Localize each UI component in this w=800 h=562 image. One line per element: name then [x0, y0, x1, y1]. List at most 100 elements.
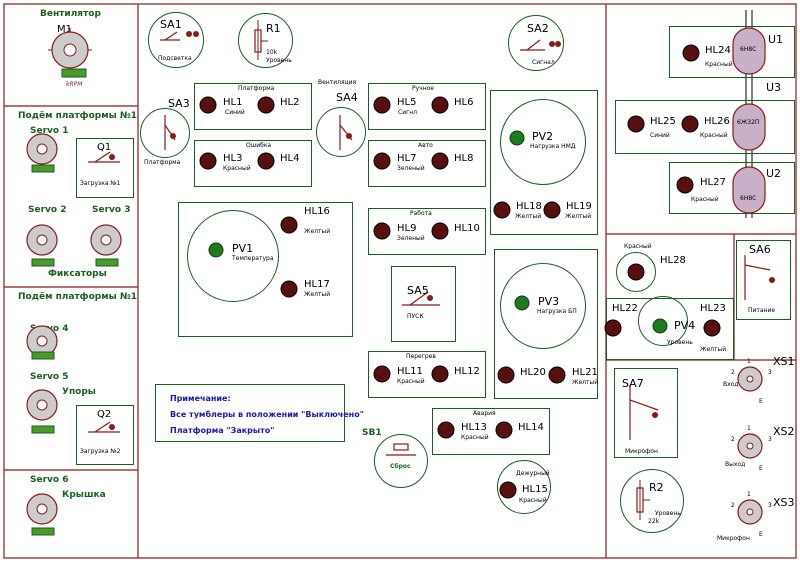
xs2-pin2: 2 — [731, 436, 735, 443]
q2-box — [76, 405, 134, 465]
duty-group-label: Дежурный — [516, 470, 550, 477]
pv2-circle — [500, 99, 586, 185]
sa3-ref: SA3 — [168, 97, 190, 110]
sa3-label: Платформа — [144, 159, 181, 166]
r1-value: 10k — [266, 49, 278, 56]
q1-label: Загрузка №1 — [80, 180, 121, 187]
hl4-ref: HL4 — [280, 153, 300, 164]
q2-ref: Q2 — [97, 409, 112, 420]
alarm-group-label: Авария — [473, 410, 496, 417]
hl26-ref: HL26 — [704, 116, 730, 127]
sa1-label: Подсветка — [158, 55, 192, 62]
r1-ref: R1 — [266, 22, 281, 35]
hl13-ref: HL13 — [461, 422, 487, 433]
r1-circle — [238, 13, 293, 68]
hl28-ref: HL28 — [660, 255, 686, 266]
fan-title: Вентилятор — [40, 9, 101, 19]
pv2-label: Нагрузка НМД — [530, 143, 576, 150]
sb1-ref: SB1 — [362, 428, 382, 438]
hl1-ref: HL1 — [223, 97, 243, 108]
lid-title: Servo 6 — [30, 475, 69, 485]
r2-label: Уровень — [655, 510, 681, 517]
hl11-color: Красный — [397, 378, 425, 385]
note-heading: Примечание: — [170, 394, 231, 403]
sa2-label: Сигнал — [532, 59, 555, 66]
auto-box — [368, 140, 486, 187]
sa5-ref: SA5 — [407, 284, 429, 297]
hl25-ref: HL25 — [650, 116, 676, 127]
xs1-label: Вход — [723, 381, 739, 388]
hl26-color: Красный — [700, 132, 728, 139]
sb1-circle — [374, 434, 428, 488]
u1-ref: U1 — [768, 33, 784, 46]
work-group-label: Работа — [410, 210, 432, 217]
xs3-pin1: 1 — [747, 491, 751, 498]
sa6-box — [736, 240, 791, 320]
hl27-ref: HL27 — [700, 177, 726, 188]
pv3-box — [494, 249, 598, 399]
r2-ref: R2 — [649, 481, 664, 494]
work-box — [368, 208, 486, 255]
xs1-pin2: 2 — [731, 369, 735, 376]
hl7-ref: HL7 — [397, 153, 417, 164]
pv4-circle — [638, 296, 688, 346]
xs2-ref: XS2 — [773, 425, 795, 438]
auto-group-label: Авто — [418, 142, 433, 149]
stops-label: Упоры — [62, 387, 96, 397]
pv3-label: Нагрузка БП — [537, 308, 577, 315]
sa2-ref: SA2 — [527, 22, 549, 35]
q2-label: Загрузка №2 — [80, 448, 121, 455]
note-line2: Платформа "Закрыто" — [170, 426, 275, 435]
hl28-circle — [616, 252, 656, 292]
hl24-ref: HL24 — [705, 45, 731, 56]
alarm-box — [432, 408, 550, 455]
note-box — [155, 384, 345, 442]
q1-ref: Q1 — [97, 142, 112, 153]
hl8-ref: HL8 — [454, 153, 474, 164]
pv1-ref: PV1 — [232, 242, 254, 255]
hl16-ref: HL16 — [304, 206, 330, 217]
servo-symbols — [26, 133, 122, 525]
hl11-ref: HL11 — [397, 366, 423, 377]
hl9-ref: HL9 — [397, 223, 417, 234]
xs1-ref: XS1 — [773, 355, 795, 368]
overheat-group-label: Перегрев — [406, 353, 436, 360]
hl14-ref: HL14 — [518, 422, 544, 433]
note-line1: Все тумблеры в положении "Выключено" — [170, 410, 364, 419]
pv4-label: Уровень — [667, 339, 693, 346]
pv3-circle — [500, 263, 586, 349]
servo1-ref: Servo 1 — [30, 126, 69, 136]
error-box — [194, 140, 312, 187]
hl9-color: Зеленый — [397, 235, 425, 242]
sa3-circle — [140, 108, 190, 158]
servo5-ref: Servo 5 — [30, 372, 69, 382]
platform-box — [194, 83, 312, 130]
sa2-circle — [508, 15, 564, 71]
pv1-box — [178, 202, 353, 337]
pv3-ref: PV3 — [538, 295, 560, 308]
u2-ref: U2 — [766, 167, 782, 180]
hl2-ref: HL2 — [280, 97, 300, 108]
xs3-pin3: 3 — [768, 502, 772, 509]
servo3-ref: Servo 3 — [92, 205, 131, 215]
sa1-ref: SA1 — [160, 18, 182, 31]
fixators-label: Фиксаторы — [48, 269, 107, 279]
hl15-ref: HL15 — [522, 484, 548, 495]
hl28-color: Красный — [624, 243, 652, 250]
hl23-color: Желтый — [700, 346, 727, 353]
hl5-ref: HL5 — [397, 97, 417, 108]
sa1-circle — [148, 12, 204, 68]
pv1-circle — [187, 210, 279, 302]
pv2-box — [490, 90, 598, 235]
sa6-label: Питание — [748, 307, 776, 314]
manual-group-label: Ручное — [412, 85, 434, 92]
r2-circle — [620, 469, 684, 533]
xs2-pin1: 1 — [747, 425, 751, 432]
motor-ref: M1 — [57, 24, 72, 35]
hl17-color: Желтый — [304, 291, 331, 298]
platform1-title: Подём платформы №1 — [18, 111, 137, 121]
hl17-ref: HL17 — [304, 279, 330, 290]
hl3-color: Красный — [223, 165, 251, 172]
